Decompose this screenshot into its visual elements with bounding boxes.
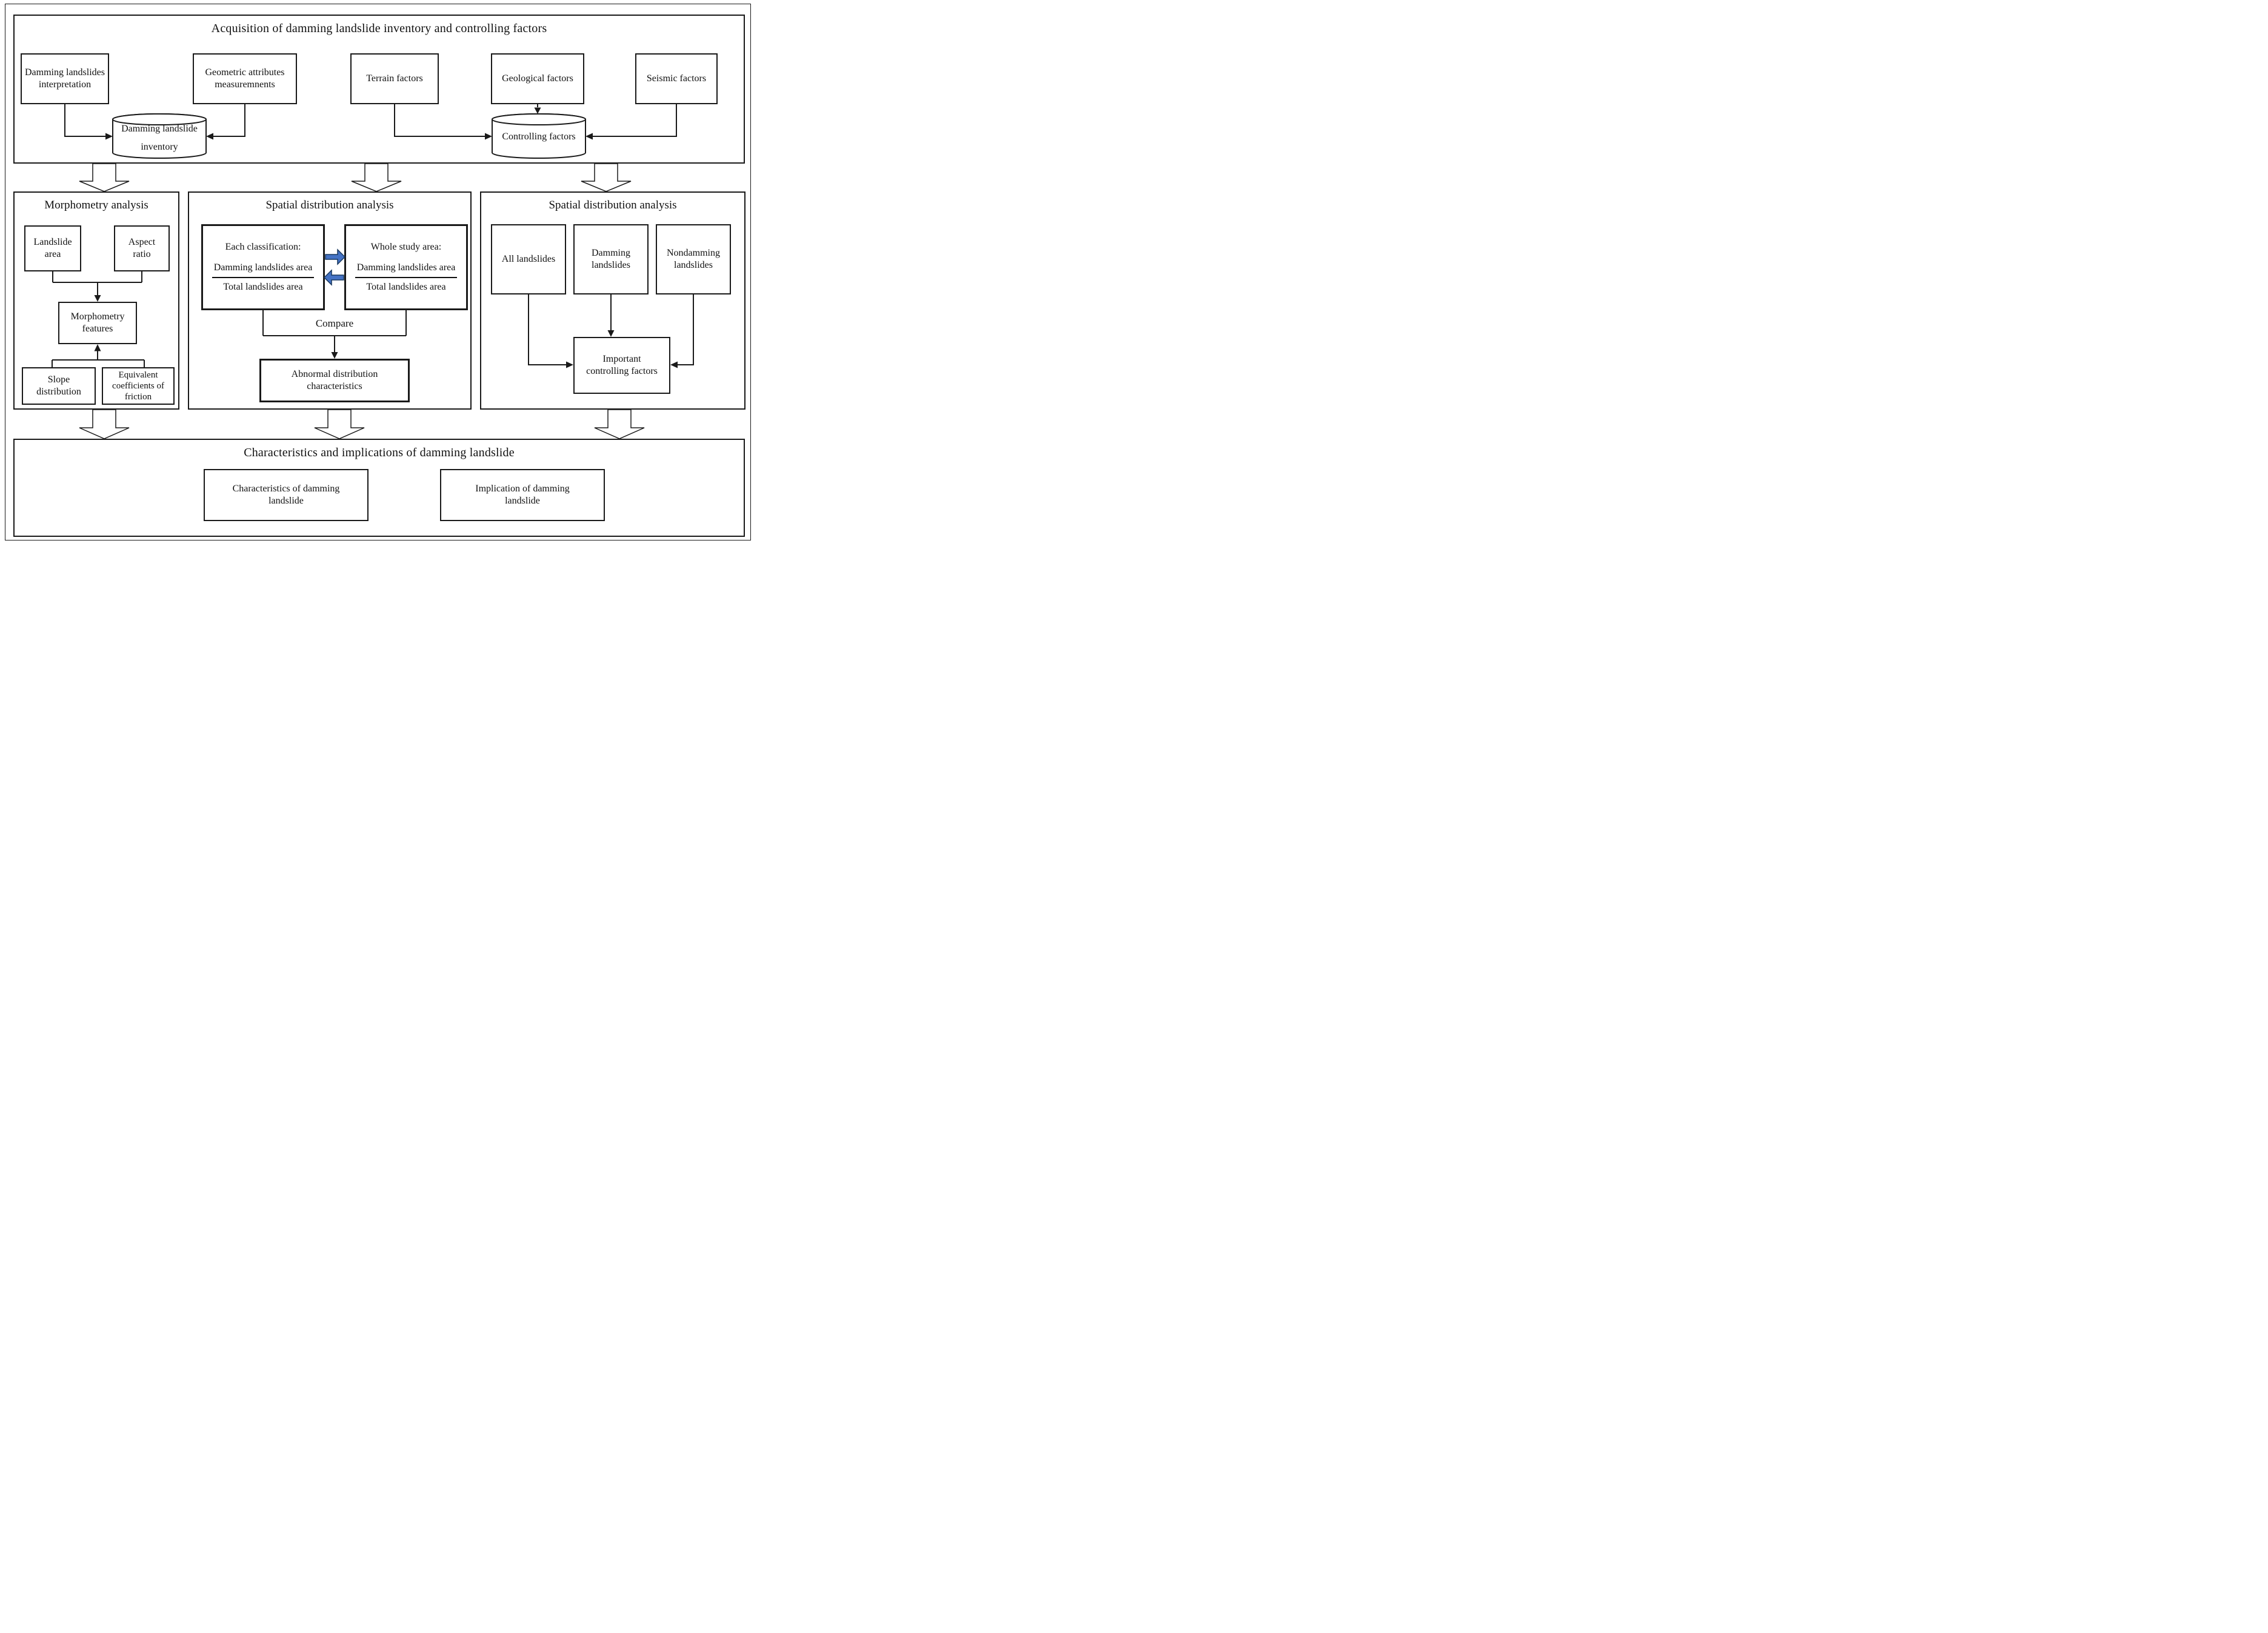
box-abnormal-distribution-characteristics: Abnormal distribution characteristics xyxy=(259,359,410,402)
fraction-numerator: Damming landslides area xyxy=(212,262,315,278)
box-terrain-factors: Terrain factors xyxy=(350,53,439,104)
box-damming-landslides: Damming landslides xyxy=(573,224,649,294)
whole-study-area-fraction: Damming landslides area Total landslides… xyxy=(355,262,458,293)
each-classification-heading: Each classification: xyxy=(225,242,301,252)
spatial-right-panel-title: Spatial distribution analysis xyxy=(549,199,677,211)
top-band-title: Acquisition of damming landslide invento… xyxy=(211,22,547,35)
box-geological-factors: Geological factors xyxy=(491,53,584,104)
box-implication-of-damming-landslide: Implication of damming landslide xyxy=(440,469,605,521)
each-classification-fraction: Damming landslides area Total landslides… xyxy=(212,262,315,293)
morphometry-panel-title: Morphometry analysis xyxy=(44,199,148,211)
box-aspect-ratio: Aspect ratio xyxy=(114,225,170,271)
fraction-denominator: Total landslides area xyxy=(223,282,303,292)
box-all-landslides: All landslides xyxy=(491,224,566,294)
box-slope-distribution: Slope distribution xyxy=(22,367,96,405)
box-each-classification-ratio: Each classification: Damming landslides … xyxy=(201,224,325,310)
box-morphometry-features: Morphometry features xyxy=(58,302,137,344)
spatial-center-panel-title: Spatial distribution analysis xyxy=(265,199,394,211)
box-seismic-factors: Seismic factors xyxy=(635,53,718,104)
box-equivalent-coefficients-of-friction: Equivalent coefficients of friction xyxy=(102,367,175,405)
cylinder-controlling-factors-label: Controlling factors xyxy=(502,131,576,142)
box-damming-landslides-interpretation: Damming landslides interpretation xyxy=(21,53,109,104)
cylinder-damming-landslide-inventory-label: Damming landslide inventory xyxy=(121,124,198,152)
box-geometric-attributes-measurements: Geometric attributes measuremnents xyxy=(193,53,297,104)
fraction-denominator: Total landslides area xyxy=(366,282,446,292)
bottom-band xyxy=(13,439,745,537)
box-whole-study-area-ratio: Whole study area: Damming landslides are… xyxy=(344,224,468,310)
box-nondamming-landslides: Nondamming landslides xyxy=(656,224,731,294)
box-landslide-area: Landslide area xyxy=(24,225,81,271)
fraction-numerator: Damming landslides area xyxy=(355,262,458,278)
flowchart-canvas: Acquisition of damming landslide invento… xyxy=(0,0,756,545)
compare-label: Compare xyxy=(315,318,354,329)
box-important-controlling-factors: Important controlling factors xyxy=(573,337,670,394)
whole-study-area-heading: Whole study area: xyxy=(370,242,442,252)
bottom-band-title: Characteristics and implications of damm… xyxy=(244,446,515,459)
box-characteristics-of-damming-landslide: Characteristics of damming landslide xyxy=(204,469,369,521)
outer-frame xyxy=(5,4,751,540)
